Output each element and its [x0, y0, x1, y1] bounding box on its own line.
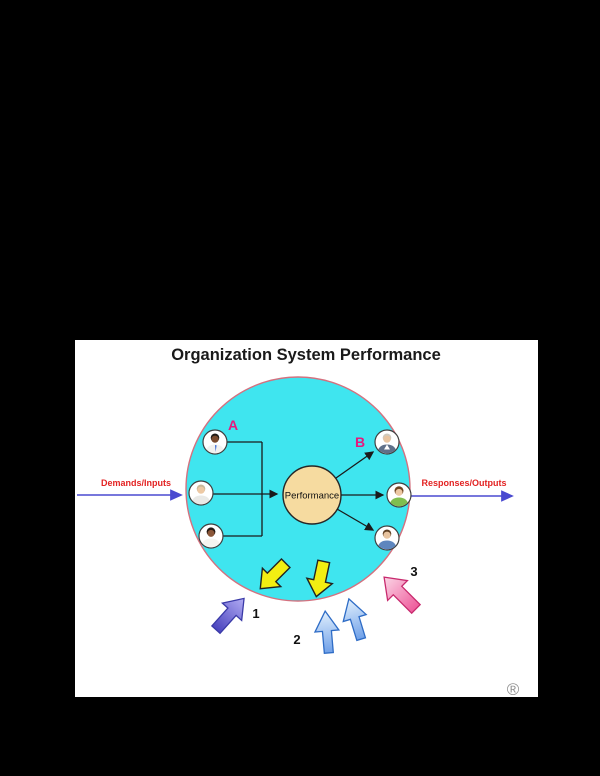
organization-system-diagram: Organization System Performance Demands/… — [77, 346, 520, 697]
blue-up-arrow-icon — [313, 609, 341, 655]
slide-panel: Organization System Performance Demands/… — [75, 340, 538, 697]
group-a-connectors — [223, 441, 263, 537]
group-b-label: B — [355, 434, 365, 450]
group-a-label: A — [228, 417, 238, 433]
person-avatar-icon — [386, 482, 412, 508]
person-avatar-icon — [374, 525, 400, 551]
registered-trademark-icon: ® — [507, 680, 520, 697]
purple-up-right-arrow-icon — [210, 597, 245, 635]
person-avatar-icon — [198, 523, 224, 549]
yellow-down-left-arrow-icon — [259, 558, 291, 590]
responses-outputs-label: Responses/Outputs — [421, 478, 506, 488]
performance-label: Performance — [285, 491, 339, 502]
person-avatar-icon — [188, 480, 214, 506]
arrow-2-label: 2 — [293, 632, 300, 647]
arrow-1-label: 1 — [252, 606, 259, 621]
person-avatar-icon — [374, 429, 400, 455]
pink-up-left-arrow-icon — [383, 576, 422, 615]
page-title: Organization System Performance — [171, 346, 441, 364]
performance-to-group-b-arrows — [335, 451, 385, 531]
arrow-3-label: 3 — [410, 564, 417, 579]
blue-up-arrow-icon — [342, 597, 368, 642]
yellow-down-arrow-icon — [305, 559, 334, 598]
demands-inputs-label: Demands/Inputs — [101, 478, 171, 488]
person-avatar-icon — [202, 429, 228, 455]
